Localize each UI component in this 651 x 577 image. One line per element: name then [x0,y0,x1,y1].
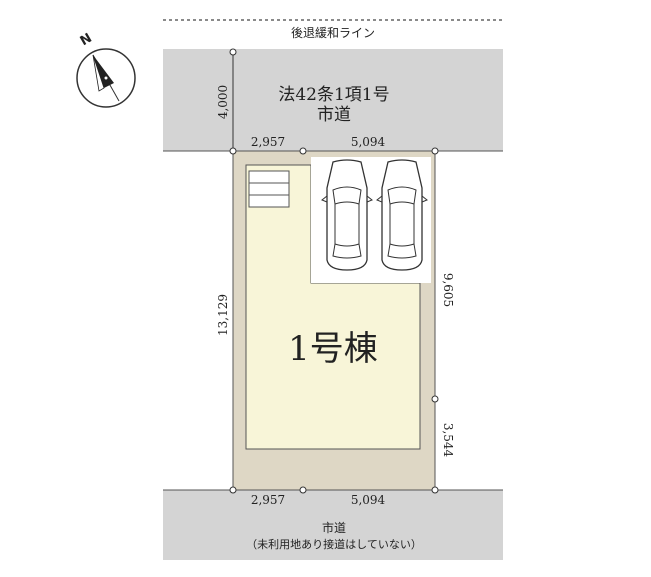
dimension-bottom-right: 5,094 [351,493,386,507]
top-road [163,49,503,151]
north-compass-icon [76,48,136,108]
boundary-markers [229,147,439,494]
building-label: 1号棟 [288,329,378,369]
dimension-right-lower: 3,544 [441,423,455,458]
dimension-top-left: 2,957 [251,135,285,149]
top-road-width-marker [229,48,237,56]
top-road-name: 市道 [317,105,351,125]
dimension-right-upper: 9,605 [441,273,455,307]
bottom-road-note: （未利用地あり接道はしていない） [246,537,422,551]
dimension-top-right: 5,094 [351,135,386,149]
setback-line-label: 後退緩和ライン [291,26,375,40]
dimension-left: 13,129 [216,294,230,336]
dimension-bottom-left: 2,957 [251,493,285,507]
north-label: N [78,31,95,49]
bottom-road [163,490,503,560]
entrance-steps [248,170,290,208]
car-icon [321,159,373,271]
car-icon [376,159,428,271]
top-road-title: 法42条1項1号 [278,85,389,105]
bottom-road-name: 市道 [322,520,346,535]
top-road-width-label: 4,000 [216,85,230,119]
